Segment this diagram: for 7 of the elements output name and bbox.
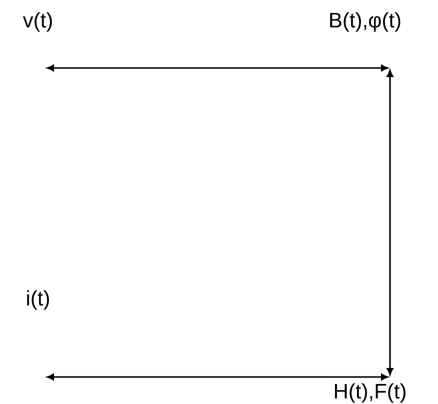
double-arrow: [386, 70, 394, 375]
double-arrow: [47, 374, 388, 380]
variable-label: v(t): [22, 12, 52, 32]
double-arrow: [47, 64, 388, 72]
variable-label: B(t),φ(t): [330, 12, 400, 32]
variable-label: H(t),F(t): [335, 383, 406, 403]
variable-label: i(t): [27, 290, 49, 310]
